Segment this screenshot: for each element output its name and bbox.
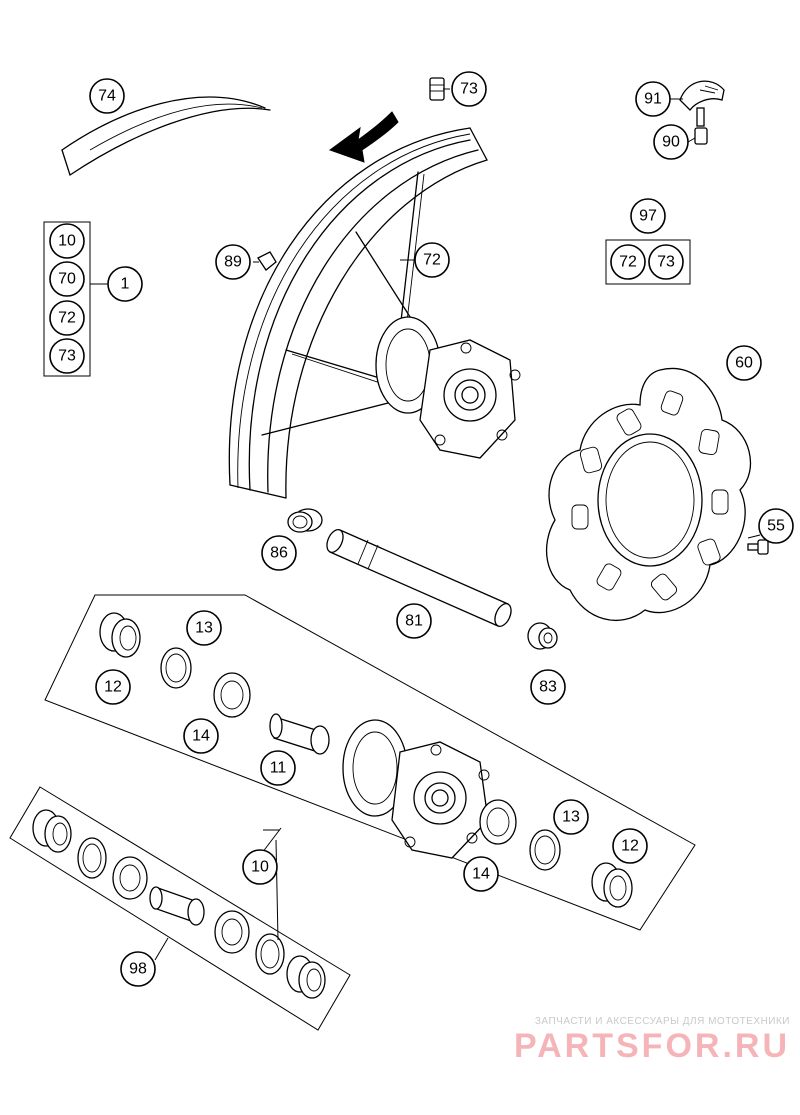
svg-text:72: 72 bbox=[58, 310, 76, 327]
kit-1-box bbox=[43, 221, 108, 377]
hub-10 bbox=[342, 719, 490, 859]
callout-1: 1 bbox=[107, 266, 143, 302]
kit-97-box bbox=[605, 239, 691, 285]
callout-14-right: 14 bbox=[463, 856, 499, 892]
valve-cap bbox=[429, 77, 445, 101]
rotation-arrow bbox=[328, 111, 399, 163]
svg-text:70: 70 bbox=[58, 271, 76, 288]
svg-text:83: 83 bbox=[539, 679, 557, 696]
callout-12-left: 12 bbox=[95, 669, 131, 705]
callout-11: 11 bbox=[260, 750, 296, 786]
svg-text:73: 73 bbox=[58, 348, 76, 365]
callout-55: 55 bbox=[758, 508, 794, 544]
svg-text:1: 1 bbox=[121, 276, 130, 293]
rim-tape bbox=[61, 96, 271, 176]
svg-text:74: 74 bbox=[98, 88, 116, 105]
bearing-14-left bbox=[213, 672, 251, 718]
svg-text:12: 12 bbox=[621, 838, 639, 855]
callout-98: 98 bbox=[120, 951, 156, 987]
callout-12-right: 12 bbox=[612, 828, 648, 864]
wheel-hub bbox=[375, 316, 521, 459]
seal-ring-12-right bbox=[591, 862, 633, 908]
svg-text:98: 98 bbox=[129, 961, 147, 978]
wheel-rim bbox=[228, 127, 488, 499]
seal-13-right bbox=[529, 829, 561, 871]
callout-14-left: 14 bbox=[183, 718, 219, 754]
svg-text:55: 55 bbox=[767, 518, 785, 535]
bearing-14-right bbox=[479, 799, 517, 845]
svg-text:81: 81 bbox=[405, 613, 423, 630]
callout-97-72: 72 bbox=[610, 244, 646, 280]
callout-86: 86 bbox=[261, 535, 297, 571]
svg-text:10: 10 bbox=[58, 233, 76, 250]
svg-text:60: 60 bbox=[735, 355, 753, 372]
callout-kit1-10: 10 bbox=[49, 223, 85, 259]
callout-73-valve: 73 bbox=[451, 71, 487, 107]
hub-kit-frame bbox=[44, 594, 696, 931]
callout-97-73: 73 bbox=[648, 244, 684, 280]
svg-text:91: 91 bbox=[644, 91, 662, 108]
watermark: ЗАПЧАСТИ И АКСЕССУАРЫ ДЛЯ МОТОТЕХНИКИ PA… bbox=[480, 1016, 790, 1065]
distance-sleeve-11 bbox=[269, 713, 330, 755]
axle bbox=[326, 529, 512, 627]
spacer-right bbox=[527, 622, 558, 650]
callout-kit1-70: 70 bbox=[49, 261, 85, 297]
seal-ring-12-left bbox=[99, 612, 141, 658]
callout-91: 91 bbox=[635, 81, 671, 117]
callout-10-hub: 10 bbox=[242, 849, 278, 885]
watermark-brand: PARTSFOR.RU bbox=[513, 1027, 790, 1065]
svg-text:12: 12 bbox=[104, 679, 122, 696]
svg-text:73: 73 bbox=[657, 254, 675, 271]
svg-text:73: 73 bbox=[460, 81, 478, 98]
svg-text:97: 97 bbox=[639, 208, 657, 225]
spacer-left bbox=[287, 508, 323, 533]
brake-disc bbox=[545, 367, 752, 622]
callout-60: 60 bbox=[726, 345, 762, 381]
callout-72-spoke: 72 bbox=[414, 242, 450, 278]
callout-kit1-72: 72 bbox=[49, 300, 85, 336]
seal-13-left bbox=[160, 647, 192, 689]
callout-kit1-73: 73 bbox=[49, 338, 85, 374]
watermark-subtitle: ЗАПЧАСТИ И АКСЕССУАРЫ ДЛЯ МОТОТЕХНИКИ bbox=[534, 1016, 790, 1027]
svg-text:72: 72 bbox=[423, 252, 441, 269]
callout-90: 90 bbox=[653, 124, 689, 160]
callout-97: 97 bbox=[630, 198, 666, 234]
svg-text:13: 13 bbox=[562, 809, 580, 826]
disc-screw bbox=[747, 539, 769, 555]
callout-13-right: 13 bbox=[553, 799, 589, 835]
svg-text:14: 14 bbox=[192, 728, 210, 745]
repair-kit-frame bbox=[9, 786, 351, 1031]
repair-kit-parts bbox=[32, 809, 326, 999]
callout-13-left: 13 bbox=[186, 610, 222, 646]
svg-text:90: 90 bbox=[662, 134, 680, 151]
callout-74: 74 bbox=[89, 78, 125, 114]
svg-text:13: 13 bbox=[195, 620, 213, 637]
spoke-nipple bbox=[257, 251, 277, 271]
svg-text:11: 11 bbox=[270, 760, 287, 777]
callout-81: 81 bbox=[396, 603, 432, 639]
callout-83: 83 bbox=[530, 669, 566, 705]
callout-89: 89 bbox=[215, 244, 251, 280]
svg-text:89: 89 bbox=[224, 254, 242, 271]
svg-text:14: 14 bbox=[472, 866, 490, 883]
leader-lines bbox=[154, 88, 761, 961]
svg-text:86: 86 bbox=[270, 545, 288, 562]
svg-text:72: 72 bbox=[619, 254, 637, 271]
valve-assembly bbox=[679, 80, 725, 145]
svg-text:10: 10 bbox=[251, 859, 269, 876]
